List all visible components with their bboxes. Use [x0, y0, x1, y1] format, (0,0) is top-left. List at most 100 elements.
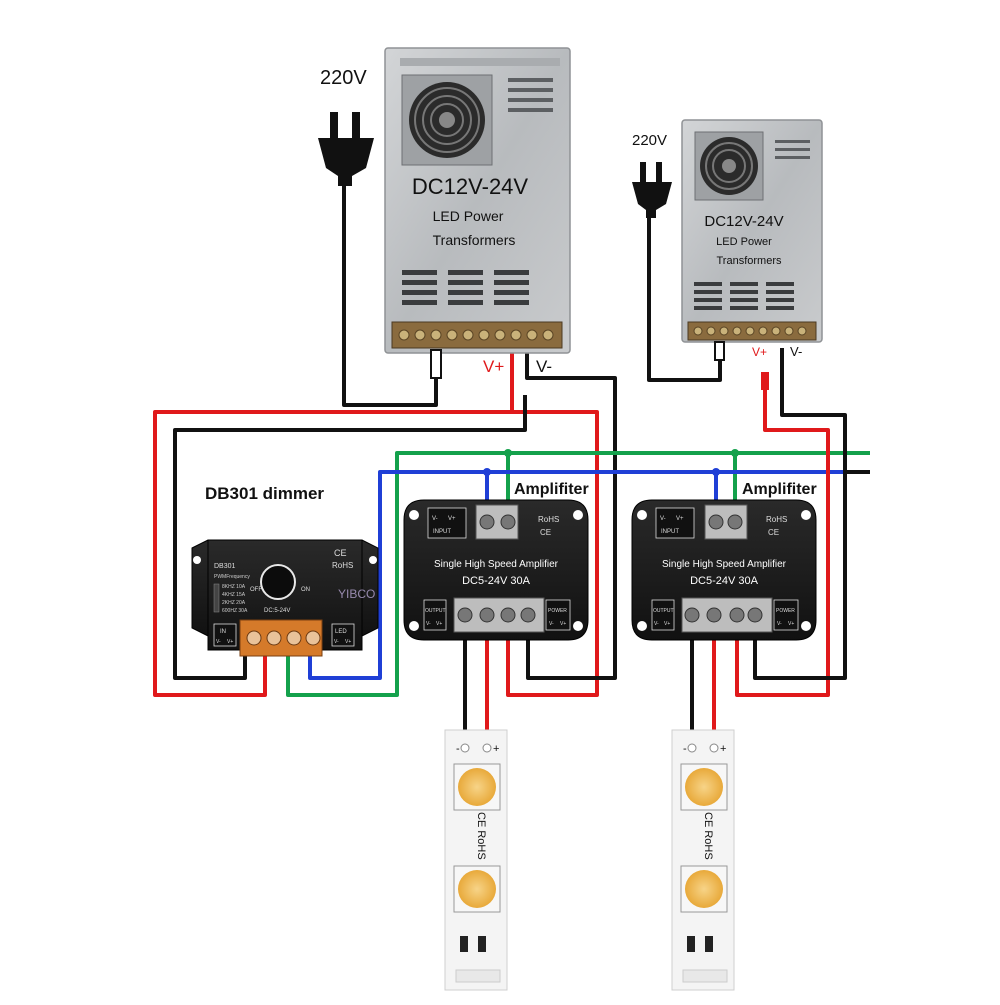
dimmer-watermark: YIBCO [338, 587, 375, 601]
amplifier-2: V- V+ INPUT RoHS CE Single High Speed Am… [631, 499, 817, 641]
amp1-rohs: RoHS [538, 515, 559, 524]
mains-wire-2 [647, 210, 722, 382]
dimmer-off-label: OFF [250, 587, 262, 593]
black-wire-psu1-dimmer [173, 395, 527, 680]
amp1-line2: DC5-24V 30A [462, 575, 531, 587]
amp2-input-label: INPUT [661, 529, 679, 535]
dimmer-in-vminus: V- [216, 639, 221, 645]
black-wire-psu2 [753, 348, 847, 680]
dimmer-on-label: ON [301, 587, 310, 593]
power-supply-small: DC12V-24V LED Power Transformers V+ V- [681, 119, 823, 361]
amp1-output-label: OUTPUT [425, 608, 446, 614]
amp2-line2: DC5-24V 30A [690, 575, 759, 587]
dimmer-terminal-screws [246, 630, 321, 646]
strip2-plus: + [720, 743, 726, 755]
mains-wire-1 [342, 180, 438, 407]
amp1-output-vminus: V- [426, 621, 431, 627]
blue-junction-amp2 [712, 468, 720, 476]
wires [153, 180, 870, 745]
dimmer-dc-label: DC:5-24V [264, 608, 290, 614]
psu1-vplus-label: V+ [483, 357, 504, 376]
dimmer-model: DB301 [214, 563, 236, 570]
amp2-line1: Single High Speed Amplifier [662, 559, 787, 570]
blue-junction-amp1 [483, 468, 491, 476]
amp2-output-vminus: V- [654, 621, 659, 627]
amp1-line1: Single High Speed Amplifier [434, 559, 559, 570]
psu1-terminal-screws [398, 329, 554, 341]
dimmer-led-vplus: V+ [345, 639, 351, 645]
psu2-vplus-label: V+ [752, 345, 767, 359]
power-supply-large: DC12V-24V LED Power Transformers V+ V- [384, 47, 571, 379]
db301-dimmer: DB301 CE RoHS PWMFrequency 8KHZ 10A 4KHZ… [191, 539, 379, 657]
psu1-line1: LED Power [433, 208, 504, 224]
amp2-power-vminus: V- [777, 621, 782, 627]
amp1-input-vminus: V- [432, 516, 438, 522]
plug-icon-1 [318, 112, 374, 186]
small-psu-red-lead [761, 372, 769, 390]
psu2-line1: LED Power [716, 236, 772, 248]
dimmer-freq-row-3: 600HZ 30A [222, 608, 248, 614]
psu2-vminus-label: V- [790, 344, 802, 359]
amp1-input-label: INPUT [433, 529, 451, 535]
psu2-bottom-vents [694, 282, 794, 310]
amp1-ce: CE [540, 528, 551, 537]
psu1-top-vents [508, 78, 553, 112]
dimmer-in-vplus: V+ [227, 639, 233, 645]
dip-switch[interactable] [213, 583, 220, 613]
amp2-power-vplus: V+ [788, 621, 794, 627]
fan-icon [694, 131, 764, 201]
dimmer-led-vminus: V- [334, 639, 339, 645]
psu1-voltage-label: 220V [320, 67, 367, 89]
psu1-title: DC12V-24V [412, 174, 529, 199]
fan-icon [401, 74, 493, 166]
amp2-ce: CE [768, 528, 779, 537]
dimmer-title: DB301 dimmer [205, 484, 324, 503]
amp2-rohs: RoHS [766, 515, 787, 524]
blue-signal-wire [308, 470, 870, 680]
red-wire-psu2 [735, 375, 830, 697]
amp2-title: Amplifiter [742, 481, 817, 498]
amp1-output-vplus: V+ [436, 621, 442, 627]
psu2-title: DC12V-24V [704, 213, 783, 230]
dimmer-ce: CE [334, 548, 347, 558]
strip1-plus: + [493, 743, 499, 755]
dimmer-freq-row-2: 2KHZ 20A [222, 600, 246, 606]
green-junction-amp2 [731, 449, 739, 457]
dimmer-rohs: RoHS [332, 561, 353, 570]
dimmer-in-label: IN [220, 629, 226, 635]
amp1-power-vplus: V+ [560, 621, 566, 627]
amp1-title: Amplifiter [514, 481, 589, 498]
strip2-minus: - [683, 743, 687, 755]
strip2-marking: CE RoHS [702, 812, 714, 860]
strip1-marking: CE RoHS [475, 812, 487, 860]
strip1-minus: - [456, 743, 460, 755]
amp1-power-vminus: V- [549, 621, 554, 627]
black-wire-psu1 [525, 350, 617, 680]
psu2-line2: Transformers [717, 255, 782, 267]
amp2-output-vplus: V+ [664, 621, 670, 627]
psu1-line2: Transformers [433, 232, 516, 248]
psu2-voltage-label: 220V [632, 132, 667, 149]
amp2-power-label: POWER [776, 608, 795, 614]
psu1-bottom-vents [402, 270, 529, 305]
red-wire-psu1-amp1 [506, 410, 599, 697]
psu2-top-vents [775, 140, 810, 159]
dimmer-freq-row-1: 4KHZ 15A [222, 592, 246, 598]
amp2-output-label: OUTPUT [653, 608, 674, 614]
amp1-power-label: POWER [548, 608, 567, 614]
green-junction-amp1 [504, 449, 512, 457]
led-strip-1: - + CE RoHS [444, 729, 508, 991]
led-strip-2: - + CE RoHS [671, 729, 735, 991]
dimmer-knob[interactable] [260, 564, 296, 600]
dimmer-freq-title: PWMFrequency [214, 574, 250, 580]
junction-dots [483, 449, 739, 476]
amp1-input-vplus: V+ [448, 516, 456, 522]
amp2-input-vplus: V+ [676, 516, 684, 522]
amplifier-1: V- V+ INPUT RoHS CE Single High Speed Am… [403, 499, 589, 641]
amp2-input-vminus: V- [660, 516, 666, 522]
dimmer-led-label: LED [335, 629, 347, 635]
dimmer-freq-row-0: 8KHZ 10A [222, 584, 246, 590]
red-wire-psu1 [153, 350, 514, 697]
